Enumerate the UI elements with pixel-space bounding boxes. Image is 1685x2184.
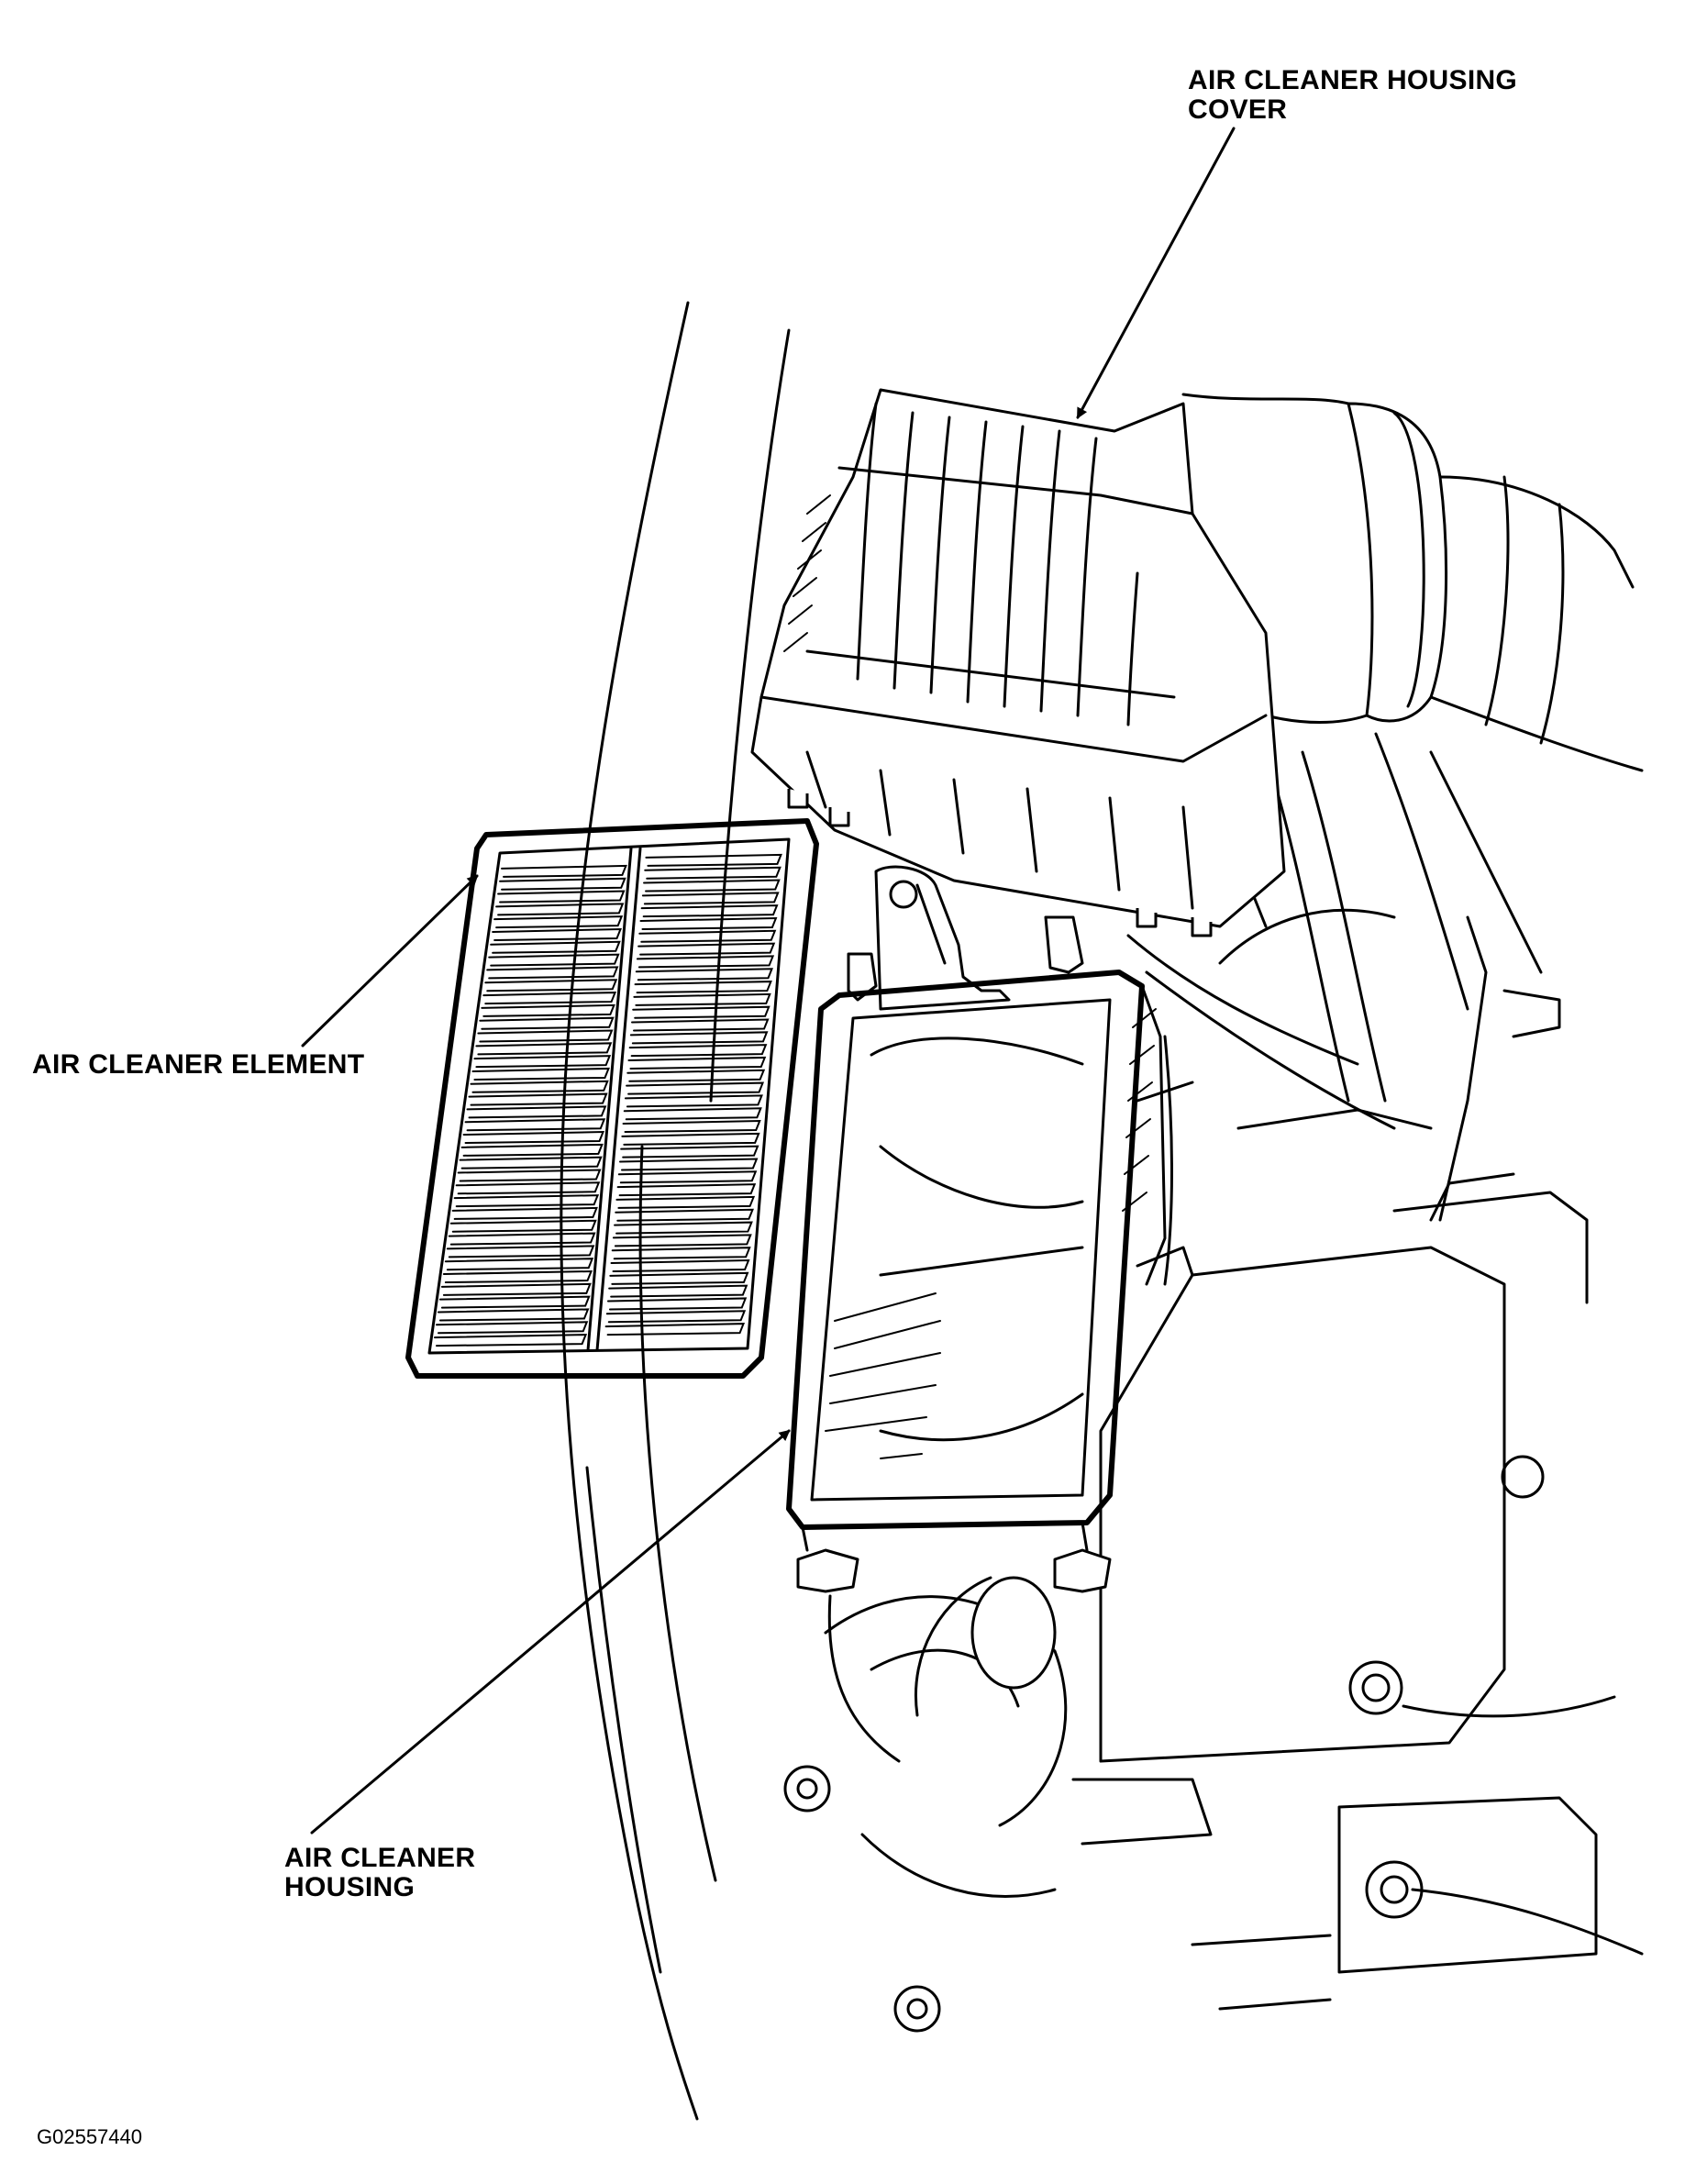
filter-pleat-right [614,1221,753,1235]
filter-pleat-left [484,979,618,992]
filter-pleat-left [455,1181,601,1195]
filter-pleat-right [636,955,775,969]
filter-pleat-left [444,1258,594,1271]
filter-pleat-right [618,1158,759,1171]
filter-pleat-right [638,929,777,943]
housing-cover-label-line-1: AIR CLEANER HOUSING [1188,65,1518,95]
element-label: AIR CLEANER ELEMENT [32,1049,365,1080]
fender-outline [560,301,791,2121]
air-cleaner-housing-cover [750,388,1286,937]
filter-pleat-left [477,1029,614,1043]
filter-pleat-right [615,1208,754,1222]
filter-pleat-right [623,1107,762,1121]
filter-pleat-left [459,1156,603,1170]
filter-pleat-right [617,1170,758,1184]
filter-pleat-left [449,1219,597,1233]
filter-pleat-left [460,1143,604,1157]
filter-pleat-right [643,879,781,892]
filter-pleat-right [611,1247,751,1260]
filter-pleats [433,853,782,1347]
filter-pleat-right [605,1310,747,1324]
filter-pleat-right [621,1132,760,1146]
filter-pleat-right [628,1044,768,1058]
filter-pleat-right [615,1195,756,1209]
housing-label: AIR CLEANER HOUSING [284,1844,475,1902]
filter-pleat-right [645,853,782,867]
figure-code: G02557440 [37,2125,142,2148]
filter-pleat-left [446,1245,595,1258]
filter-pleat-right [604,1323,746,1336]
filter-pleat-left [457,1169,602,1182]
filter-pleat-right [606,1297,748,1311]
air-cleaner-element [405,818,819,1379]
filter-pleat-right [627,1056,767,1070]
filter-pleat-right [620,1145,759,1159]
filter-pleat-right [640,904,779,918]
filter-pleat-left [492,927,622,941]
filter-pleat-left [468,1092,608,1106]
housing-label-line-1: AIR CLEANER [284,1843,476,1873]
filter-pleat-left [453,1194,600,1208]
filter-pleat-left [497,890,626,904]
filter-pleat-right [631,1018,770,1032]
filter-pleat-left [479,1016,615,1030]
filter-pleat-right [626,1069,766,1082]
filter-pleat-left [493,915,624,929]
filter-pleat-right [632,1005,770,1019]
filter-pleat-right [609,1271,749,1285]
filter-pleat-left [482,992,617,1005]
filter-pleat-right [637,942,776,956]
filter-pleat-right [624,1094,763,1108]
filter-pleat-left [466,1105,607,1119]
filter-pleat-left [501,864,627,878]
air-cleaner-housing [786,865,1173,1763]
filter-pleat-right [622,1120,761,1134]
filter-pleat-right [616,1183,757,1197]
filter-pleat-left [437,1308,590,1322]
filter-pleat-right [644,866,782,880]
filter-pleat-left [442,1269,593,1284]
housing-cover-label-line-2: COVER [1188,94,1288,125]
filter-pleat-left [440,1282,592,1296]
filter-pleat-left [438,1295,591,1309]
filter-pleat-left [435,1321,589,1335]
filter-pleat-left [473,1055,612,1069]
filter-pleat-left [470,1080,609,1093]
filter-pleat-left [490,940,621,954]
filter-pleat-left [448,1232,596,1246]
housing-label-line-2: HOUSING [284,1872,416,1902]
filter-pleat-right [634,981,772,994]
filter-pleat-left [471,1067,610,1081]
engine-bay-components [783,732,1644,2033]
filter-pleat-right [610,1258,750,1273]
filter-pleat-left [488,953,620,967]
filter-pleat-left [495,903,625,916]
filter-pleat-left [451,1206,598,1220]
filter-pleat-right [639,916,778,930]
filter-pleat-left [462,1131,605,1145]
leader-lines [301,127,1236,1835]
filter-pleat-left [486,966,619,980]
filter-pleat-right [612,1234,752,1247]
filter-pleat-right [635,968,773,981]
filter-pleat-right [629,1031,769,1045]
housing-cover-label: AIR CLEANER HOUSING COVER [1188,66,1517,125]
filter-pleat-left [481,1003,615,1017]
filter-pleat-right [608,1284,748,1298]
filter-pleat-left [499,877,626,891]
filter-pleat-left [475,1042,613,1056]
filter-pleat-left [464,1118,606,1132]
intake-duct [1181,393,1644,772]
filter-pleat-left [433,1334,588,1347]
filter-pleat-right [626,1081,765,1095]
filter-pleat-right [641,892,780,905]
filter-pleat-right [633,992,771,1006]
